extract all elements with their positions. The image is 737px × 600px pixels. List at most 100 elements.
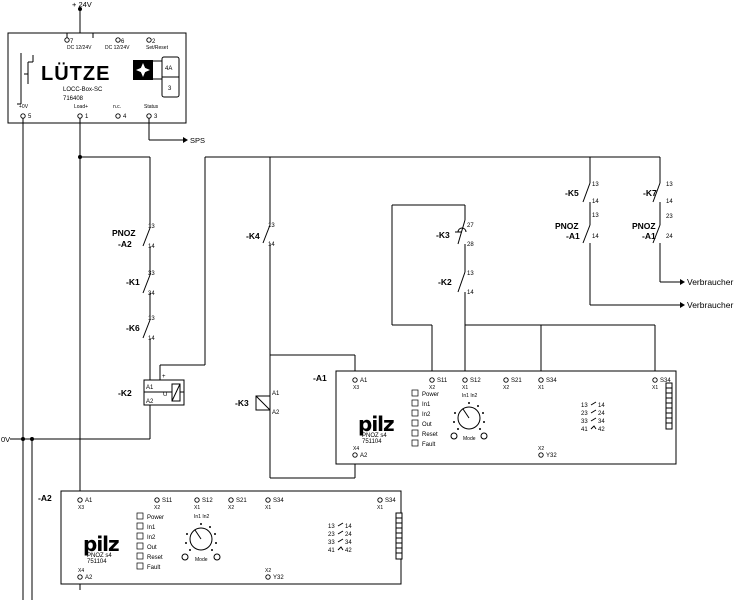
led-power: [411, 389, 419, 397]
c3b: 34: [598, 419, 605, 425]
contact-k4: 13 14 -K4: [246, 205, 275, 255]
sps-output: SPS: [148, 118, 205, 145]
contact-k6: 13 14 -K6: [126, 308, 155, 345]
module-a2-term-s11-sub: X2: [154, 505, 160, 511]
led-in1-label: In1: [422, 402, 431, 408]
module-a2-term-a2-sub: X4: [78, 568, 84, 574]
led-in1-label: In1: [147, 525, 156, 531]
c3a: 33: [328, 540, 335, 546]
module-a1-side-connector: [665, 382, 673, 430]
c4b: 42: [345, 548, 352, 554]
pnoz-module-a2: -A2 A1 X3 S11 X2 S12 X1 S21 X2 S34 X1 S3…: [38, 490, 403, 585]
pnoz-a1a-l1: PNOZ: [555, 221, 579, 231]
pnoz-a2-t1: 13: [148, 224, 155, 230]
c2a: 23: [328, 532, 335, 538]
module-a2-side-connector: [395, 512, 403, 560]
k7-label: -K7: [643, 188, 657, 198]
led-reset-label: Reset: [147, 555, 163, 561]
led-out: [136, 542, 144, 550]
lutze-top-term-2-label: DC 12/24V: [105, 45, 130, 51]
contact-pnoz-a2: 13 14 PNOZ -A2: [112, 205, 155, 255]
led-in2: [411, 409, 419, 417]
lutze-switch-icon: [17, 53, 34, 105]
lutze-bot-term-4-label: Status: [144, 104, 159, 110]
module-a1-term-s12: S12: [470, 378, 481, 384]
pnoz-a1b-l1: PNOZ: [632, 221, 656, 231]
lutze-top-term-2-num: 6: [121, 39, 125, 45]
module-a1-term-s11-sub: X2: [429, 385, 435, 391]
module-a1-term-a2: A2: [360, 453, 368, 459]
lutze-bot-term-4-num: 3: [154, 114, 158, 120]
led-out-label: Out: [422, 422, 432, 428]
module-a1-mode-dial[interactable]: In1 In2 Mode: [450, 393, 488, 442]
c1a: 13: [581, 403, 588, 409]
c3a: 33: [581, 419, 588, 425]
c4b: 42: [598, 427, 605, 433]
output-label-2: Verbraucher: [687, 300, 733, 310]
module-a2-partno: 751104: [87, 559, 107, 565]
pnoz-a1a-t2: 14: [592, 234, 599, 240]
k7-t1: 13: [666, 182, 673, 188]
k4-label: -K4: [246, 231, 260, 241]
led-reset: [136, 552, 144, 560]
led-reset-label: Reset: [422, 432, 438, 438]
lutze-bot-term-1-label: +0V: [19, 104, 29, 110]
module-a2-term-a2: A2: [85, 575, 93, 581]
k5-t1: 13: [592, 182, 599, 188]
lutze-bot-term-3-label: n.c.: [113, 104, 121, 110]
led-out: [411, 419, 419, 427]
coil-k2-u: U: [163, 392, 167, 398]
module-a1-term-s21: S21: [511, 378, 522, 384]
contact-k7: 13 14 -K7: [643, 175, 673, 225]
lutze-top-term-1-num: 7: [70, 39, 74, 45]
c4a: 41: [581, 427, 588, 433]
module-a1-term-s11: S11: [437, 378, 448, 384]
c1a: 13: [328, 524, 335, 530]
c1b: 14: [598, 403, 605, 409]
coil-k3-label: -K3: [235, 398, 249, 408]
module-a2-mode-dial[interactable]: In1 In2 Mode: [181, 514, 221, 563]
k2-t2: 14: [467, 290, 474, 296]
module-a2-term-s11: S11: [162, 498, 173, 504]
lutze-bot-term-3-num: 4: [123, 114, 127, 120]
module-a1-term-s34b-sub: X1: [652, 385, 658, 391]
k6-label: -K6: [126, 323, 140, 333]
k4-t1: 13: [268, 223, 275, 229]
pnoz-a1a-t1: 13: [592, 213, 599, 219]
module-a1-contacts: 13 14 23 24 33 34 41 42: [581, 401, 605, 433]
lutze-part-no: 716408: [63, 96, 84, 102]
module-a1-term-s12-sub: X1: [462, 385, 468, 391]
led-in1: [411, 399, 419, 407]
contact-k5: 13 14 -K5: [565, 175, 599, 225]
pnoz-a1b-t1: 23: [666, 214, 673, 220]
lutze-model: LOCC-Box-SC: [63, 87, 103, 93]
dial-mode: Mode: [195, 557, 208, 563]
dial-mode: Mode: [463, 436, 476, 442]
module-a1-term-y32: Y32: [546, 453, 557, 459]
module-a2-term-s12: S12: [202, 498, 213, 504]
c3b: 34: [345, 540, 352, 546]
coil-k2-a1: A1: [146, 385, 154, 391]
module-a1-term-a1-sub: X3: [353, 385, 359, 391]
module-a2-term-s12-sub: X1: [194, 505, 200, 511]
pnoz-a1b-t2: 24: [666, 234, 673, 240]
module-a2-term-s21-sub: X2: [228, 505, 234, 511]
led-in2: [136, 532, 144, 540]
pnoz-module-a1: -A1 A1 X3 S11 X2 S12 X1 S21 X2 S34 X1 S3…: [313, 370, 677, 465]
k6-t2: 14: [148, 336, 155, 342]
c1b: 14: [345, 524, 352, 530]
module-a2-model: PNOZ s4: [87, 553, 112, 559]
coil-k2-label: -K2: [118, 388, 132, 398]
contact-k1: 33 34 -K1: [126, 262, 155, 300]
dial-header: In1 In2: [194, 514, 210, 520]
lutze-box: 7 DC 12/24V 6 DC 12/24V 2 Set/Reset LÜTZ…: [7, 32, 187, 124]
pnoz-a1a-l2: -A1: [566, 231, 580, 241]
coil-k3: A1 A2 -K3: [235, 390, 280, 416]
coil-k2-plus: +: [162, 374, 166, 380]
lutze-bot-term-1-num: 5: [28, 114, 32, 120]
sps-label: SPS: [190, 136, 205, 145]
module-a2-leds: Power In1 In2 Out Reset Fault: [136, 512, 164, 571]
module-a2-term-y32-sub: X2: [265, 568, 271, 574]
lutze-bot-term-2-label: Load+: [74, 104, 88, 110]
